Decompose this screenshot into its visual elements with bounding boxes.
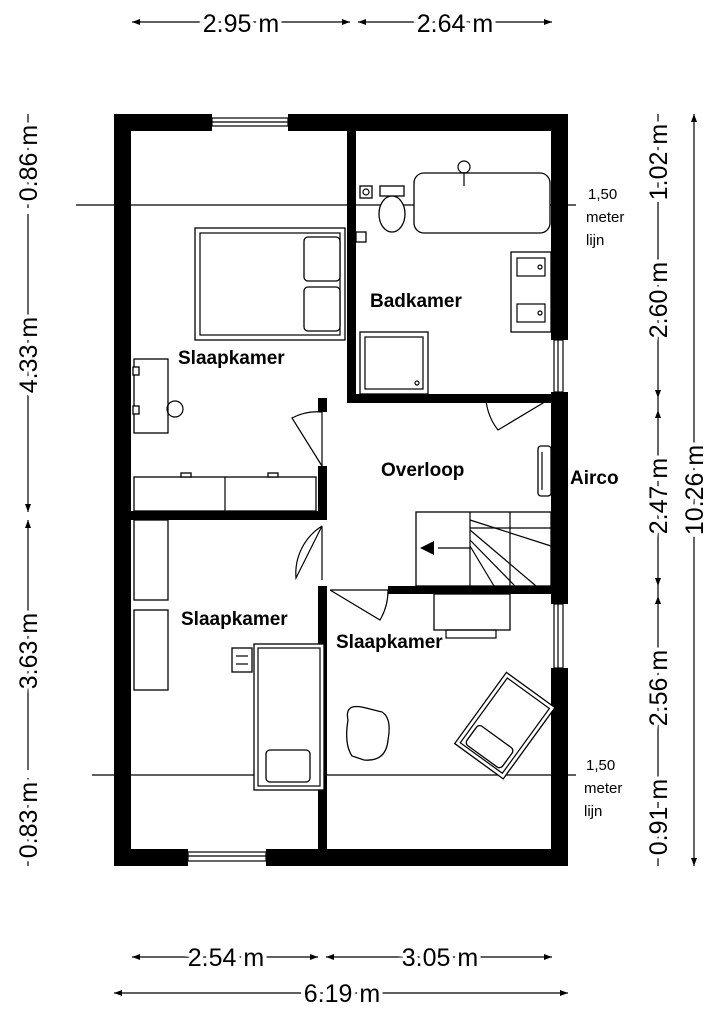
wardrobe-top-bedroom xyxy=(133,472,317,512)
bathroom-fixtures xyxy=(355,160,552,395)
dim-right-lower: 2.56 m xyxy=(645,650,673,726)
dim-right-top: 1.02 m xyxy=(645,124,673,200)
dimension-lines xyxy=(25,19,697,996)
room-label-slaapkamer-top: Slaapkamer xyxy=(178,348,285,369)
furniture-lower-right-bedroom xyxy=(346,593,556,780)
doors xyxy=(291,399,549,621)
furniture-lower-left-bedroom xyxy=(133,519,325,791)
dim-right-bottom: 0.91 m xyxy=(645,779,673,855)
double-bed xyxy=(194,227,346,341)
dim-right-total: 10.26 m xyxy=(681,445,709,535)
dim-right-upper: 2.60 m xyxy=(645,262,673,338)
room-label-overloop: Overloop xyxy=(381,460,464,481)
dim-bottom-left: 2.54 m xyxy=(188,944,264,972)
note-bottom-value: 1,50 xyxy=(586,757,615,774)
dim-right-middle: 2.47 m xyxy=(645,458,673,534)
desk-top-bedroom xyxy=(132,358,184,434)
note-bottom-line: lijn xyxy=(584,803,602,820)
room-label-badkamer: Badkamer xyxy=(370,291,462,312)
staircase xyxy=(415,511,552,587)
dim-left-top: 0.86 m xyxy=(15,125,43,201)
room-label-slaapkamer-lower-right: Slaapkamer xyxy=(336,632,443,653)
room-label-airco: Airco xyxy=(570,468,619,489)
dim-left-bottom: 0.83 m xyxy=(15,782,43,858)
dim-left-lower: 3.63 m xyxy=(15,613,43,689)
dim-bottom-total: 6.19 m xyxy=(304,980,380,1008)
dim-top-right: 2.64 m xyxy=(417,10,493,38)
note-bottom-unit: meter xyxy=(584,780,622,797)
dim-bottom-right: 3.05 m xyxy=(402,944,478,972)
dimension-labels: 2.95 m 2.64 m 2.54 m 3.05 m 6.19 m 0.86 … xyxy=(11,6,713,1012)
room-label-slaapkamer-lower-left: Slaapkamer xyxy=(181,609,288,630)
dim-top-left: 2.95 m xyxy=(203,10,279,38)
windows xyxy=(187,117,564,862)
height-line-note-bottom: 1,50 meter lijn xyxy=(582,755,625,823)
walls xyxy=(114,114,568,866)
airco-unit xyxy=(537,445,552,497)
dim-left-upper: 4.33 m xyxy=(15,317,43,393)
note-top-unit: meter xyxy=(586,209,624,226)
note-top-value: 1,50 xyxy=(588,186,617,203)
note-top-line: lijn xyxy=(586,232,604,249)
height-line-note-top: 1,50 meter lijn xyxy=(584,184,627,252)
